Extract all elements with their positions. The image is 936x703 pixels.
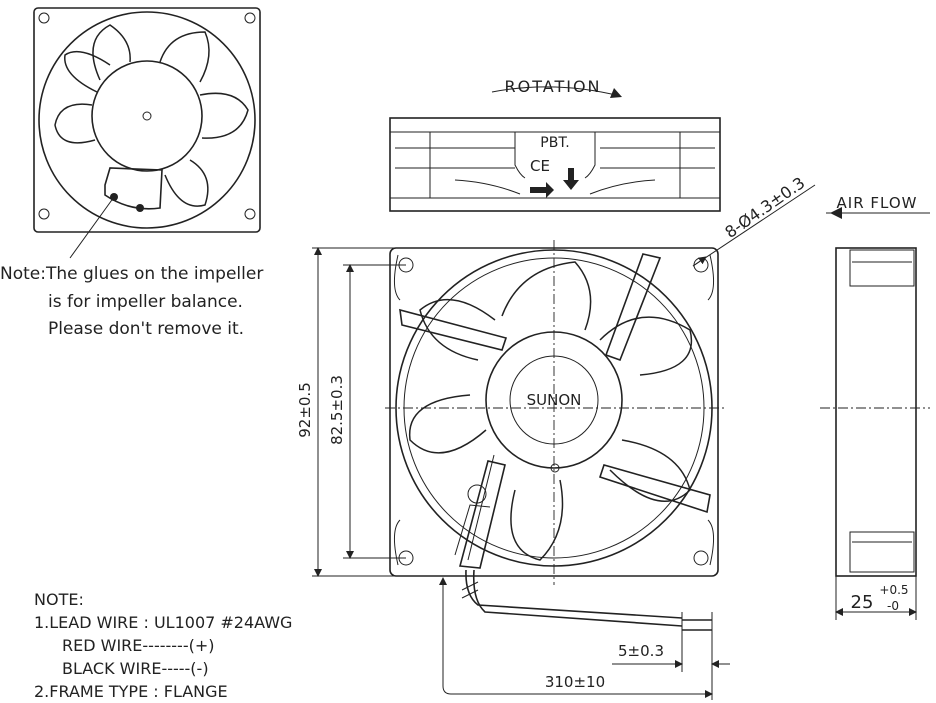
- ce-marking: CE: [530, 157, 550, 175]
- hole-callout: 8-Ø4.3±0.3: [692, 173, 816, 267]
- lead-length-dimension: 310±10: [545, 673, 605, 691]
- height-dimensions: 92±0.5 82.5±0.3: [296, 247, 406, 577]
- brand-label: SUNON: [527, 391, 582, 409]
- thickness-upper-tolerance: +0.5: [879, 583, 908, 597]
- thickness-lower-tolerance: -0: [887, 599, 899, 613]
- balance-note-line1: Note:The glues on the impeller: [0, 264, 263, 284]
- hole-pitch-dimension: 82.5±0.3: [328, 375, 346, 445]
- spec-notes: NOTE: 1.LEAD WIRE : UL1007 #24AWG RED WI…: [34, 590, 292, 701]
- strip-length-dimension: 5±0.3: [618, 642, 664, 660]
- notes-line1: 1.LEAD WIRE : UL1007 #24AWG: [34, 613, 292, 632]
- airflow-direction-icon: [563, 168, 579, 190]
- rotation-direction-icon: [530, 182, 554, 198]
- pbt-marking: PBT.: [540, 135, 569, 151]
- balance-note: Note:The glues on the impeller is for im…: [0, 264, 263, 339]
- impeller-view: [33, 7, 261, 259]
- side-view: ROTATION PBT. CE: [389, 77, 721, 212]
- notes-line2: RED WIRE--------(+): [62, 636, 214, 655]
- thickness-base: 25: [851, 592, 874, 613]
- notes-heading: NOTE:: [34, 590, 84, 609]
- hole-dimension: 8-Ø4.3±0.3: [721, 173, 808, 242]
- notes-line4: 2.FRAME TYPE : FLANGE: [34, 682, 228, 701]
- lead-wires: 5±0.3 310±10: [439, 569, 730, 700]
- balance-note-line3: Please don't remove it.: [48, 319, 244, 339]
- rotation-label: ROTATION: [505, 77, 602, 96]
- balance-note-line2: is for impeller balance.: [48, 292, 243, 312]
- airflow-label: AIR FLOW: [837, 194, 918, 212]
- thickness-view: AIR FLOW 25 +0.5 -0: [826, 194, 930, 620]
- outer-height-dimension: 92±0.5: [296, 382, 314, 438]
- notes-line3: BLACK WIRE-----(-): [62, 659, 209, 678]
- fan-front-view: SUNON: [385, 240, 930, 585]
